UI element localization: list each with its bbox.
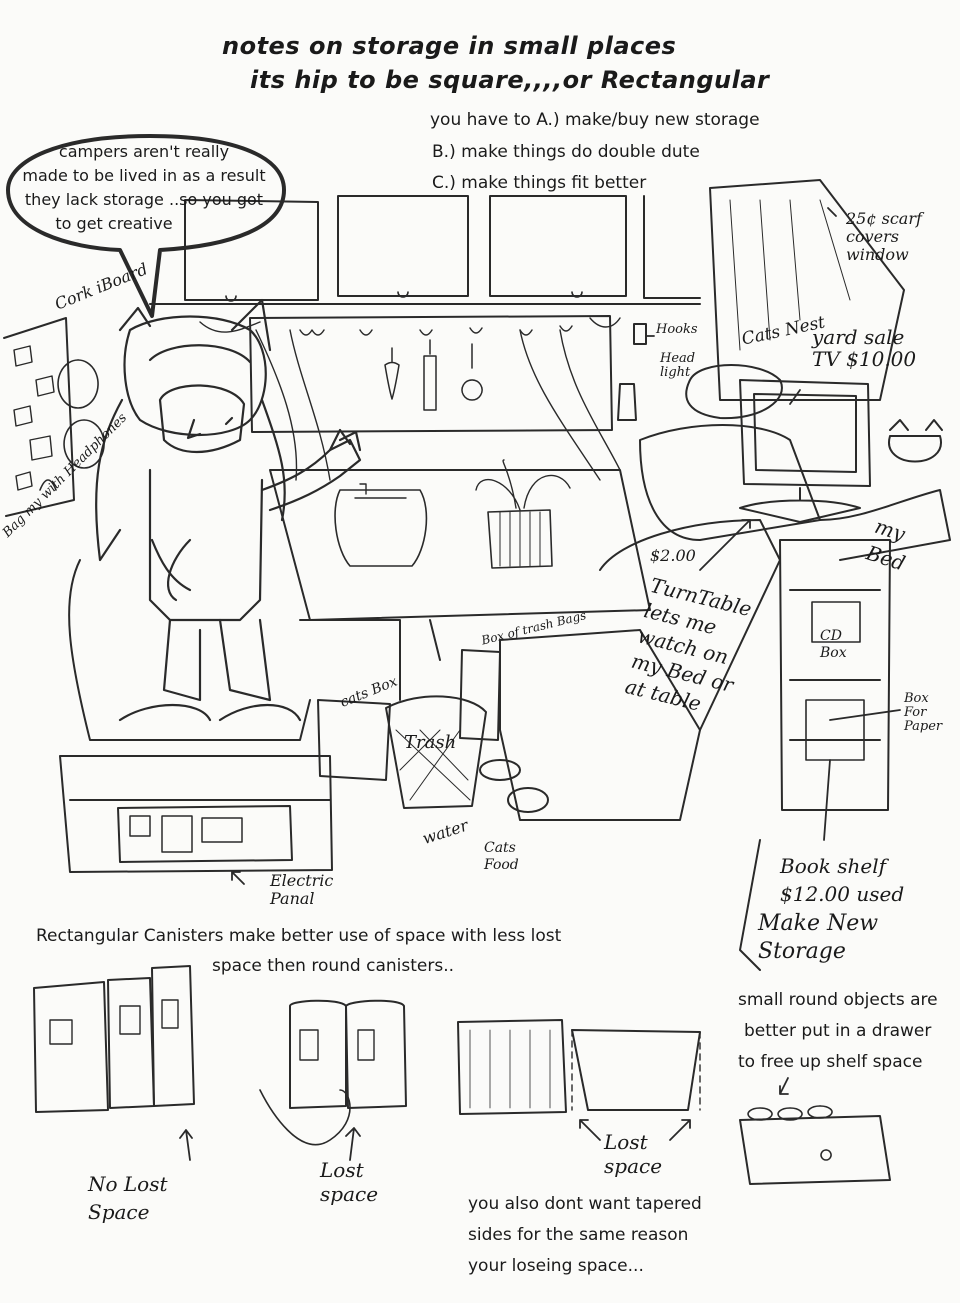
bookshelf bbox=[779, 539, 891, 811]
note-rect-line1: Rectangular Canisters make better use of… bbox=[36, 926, 562, 946]
trash-can bbox=[385, 695, 487, 809]
label-cats-food: Cats Food bbox=[484, 840, 519, 873]
label-lost-space: Lost space bbox=[320, 1158, 379, 1206]
label-tv: yard sale TV $10.00 bbox=[812, 325, 917, 371]
drawer-sketch bbox=[739, 1105, 891, 1185]
label-bookshelf: Book shelf $12.00 used bbox=[780, 854, 905, 906]
upper-cabinets bbox=[149, 195, 701, 305]
label-cd-box: CD Box bbox=[820, 628, 847, 661]
label-paper-box: Box For Paper bbox=[904, 691, 943, 734]
page-title-line2: its hip to be square,,,,or Rectangular bbox=[250, 66, 770, 94]
bench-left bbox=[59, 559, 333, 873]
note-rect-line2: space then round canisters.. bbox=[212, 956, 455, 976]
note-small-line2: better put in a drawer bbox=[744, 1021, 932, 1041]
character bbox=[95, 298, 362, 722]
option-b: B.) make things do double dute bbox=[432, 142, 700, 162]
note-small-line1: small round objects are bbox=[738, 990, 938, 1010]
label-scarf: 25¢ scarf covers window bbox=[846, 209, 922, 264]
page-title-line1: notes on storage in small places bbox=[222, 32, 677, 60]
option-a: you have to A.) make/buy new storage bbox=[430, 110, 760, 130]
note-bracket bbox=[739, 839, 761, 971]
cats-nest bbox=[685, 364, 783, 420]
bench-right bbox=[499, 519, 781, 821]
label-hooks: Hooks bbox=[656, 322, 698, 337]
table bbox=[269, 459, 651, 701]
tv bbox=[739, 379, 871, 523]
label-make-new-storage: Make New Storage bbox=[758, 911, 879, 964]
option-c: C.) make things fit better bbox=[432, 173, 647, 193]
hooks-headlight bbox=[617, 323, 647, 421]
side-window bbox=[709, 179, 905, 401]
bubble-line-1: campers aren't really bbox=[58, 142, 230, 161]
trash-bag-box bbox=[459, 649, 501, 741]
label-trash: Trash bbox=[404, 732, 457, 753]
bubble-line-2: made to be lived in as a result bbox=[22, 166, 266, 185]
note-tapered-line1: you also dont want tapered bbox=[468, 1194, 702, 1214]
note-small-line3: to free up shelf space bbox=[738, 1052, 923, 1072]
cork-board bbox=[3, 317, 105, 517]
tapered-boxes bbox=[457, 1019, 701, 1115]
speech-bubble bbox=[6, 134, 286, 318]
label-no-lost-space: No Lost Space bbox=[88, 1172, 168, 1224]
rect-canisters bbox=[33, 965, 195, 1113]
label-electric: Electric Panal bbox=[270, 871, 334, 908]
window bbox=[199, 315, 621, 481]
note-tapered-line3: your loseing space... bbox=[468, 1256, 644, 1276]
label-lost-space-2: Lost space bbox=[604, 1130, 663, 1178]
bubble-line-4: to get creative bbox=[55, 214, 173, 233]
electric-panel bbox=[117, 805, 293, 863]
bed bbox=[639, 424, 951, 561]
pet-bowls bbox=[479, 759, 549, 813]
bubble-line-3: they lack storage ..so you got bbox=[24, 190, 264, 209]
cat-face bbox=[888, 419, 943, 463]
label-head-light: Head light bbox=[660, 351, 696, 380]
round-canisters bbox=[259, 999, 407, 1146]
note-tapered-line2: sides for the same reason bbox=[468, 1225, 689, 1245]
arrows bbox=[179, 207, 901, 1161]
cats-box bbox=[317, 699, 391, 781]
label-turntable-price: $2.00 bbox=[650, 546, 696, 565]
